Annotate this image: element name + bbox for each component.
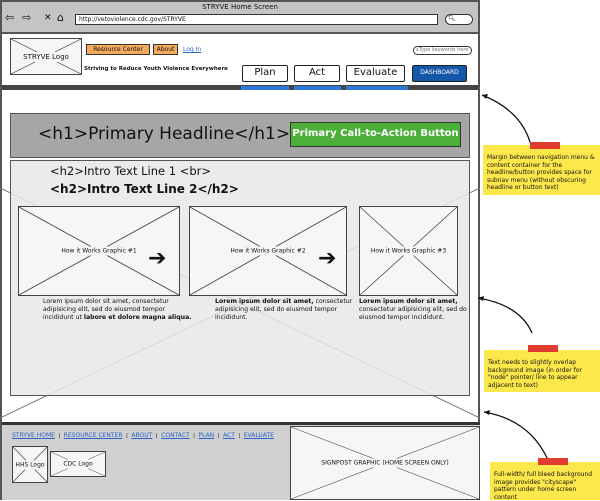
window-title: STRYVE Home Screen [202,3,278,11]
footer-link-contact[interactable]: CONTACT [161,432,190,439]
tab-underline [346,86,408,90]
annotation-note-background: Full-width/ full bleed background image … [490,462,600,501]
about-button[interactable]: About [153,44,178,55]
resource-center-button[interactable]: Resource Center [86,44,150,55]
footer-link-act[interactable]: ACT [223,432,235,439]
forward-icon[interactable]: ⇨ [22,11,32,24]
dashboard-button[interactable]: DASHBOARD [412,65,467,82]
intro-line-2: <h2>Intro Text Line 2</h2> [50,182,239,196]
hhs-logo[interactable]: HHS Logo [12,446,48,483]
tab-underline [294,86,341,90]
footer-link-resource-center[interactable]: RESOURCE CENTER [63,432,123,439]
annotation-note-margin: Margin between navigation menu & content… [483,145,600,195]
how-it-works-graphic-1: How it Works Graphic #1 [18,206,180,296]
graphic-3-text: Lorem ipsum dolor sit amet, consectetur … [359,298,467,321]
graphic-2-text: Lorem ipsum dolor sit amet, consectetur … [215,298,353,321]
primary-headline: <h1>Primary Headline</h1> [38,124,291,144]
tab-plan[interactable]: Plan [242,65,288,82]
footer-link-plan[interactable]: PLAN [198,432,215,439]
search-icon: 🔍︎ [448,15,456,22]
annotation-note-overlap: Text needs to slightly overlap backgroun… [484,350,600,392]
search-icon: ⌕ [416,47,419,53]
tagline: Striving to Reduce Youth Violence Everyw… [84,66,228,72]
tab-act[interactable]: Act [294,65,340,82]
tape-decoration [530,142,560,149]
close-icon[interactable]: ✕ [44,13,52,23]
footer-links: STRYVE HOME | RESOURCE CENTER | ABOUT | … [12,432,274,439]
page-frame [0,34,480,500]
tape-decoration [528,345,558,352]
footer-link-home[interactable]: STRYVE HOME [12,432,55,439]
how-it-works-graphic-3: How it Works Graphic #3 [359,206,458,296]
site-search-input[interactable]: ⌕Type keywords here [413,46,472,55]
tape-decoration [538,458,568,465]
primary-cta-button[interactable]: Primary Call-to-Action Button [290,122,461,147]
signpost-graphic: SIGNPOST GRAPHIC (HOME SCREEN ONLY) [290,426,480,500]
nav-divider [2,85,478,90]
footer-link-about[interactable]: ABOUT [131,432,153,439]
back-icon[interactable]: ⇦ [5,11,15,24]
home-icon[interactable]: ⌂ [57,11,64,24]
annotation-arrows [477,94,549,461]
tab-evaluate[interactable]: Evaluate [346,65,405,82]
url-bar[interactable]: http://vetoviolence.cdc.gov/STRYVE [75,14,438,25]
cdc-logo[interactable]: CDC Logo [50,451,106,477]
graphic-1-text: Lorem ipsum dolor sit amet, consectetur … [43,298,192,321]
browser-search[interactable]: 🔍︎ [445,14,473,25]
intro-line-1: <h2>Intro Text Line 1 <br> [50,164,212,178]
arrow-right-icon: ➔ [148,246,167,271]
how-it-works-graphic-2: How it Works Graphic #2 [189,206,347,296]
tab-underline [241,86,289,90]
login-link[interactable]: Log In [183,46,202,53]
stryve-logo[interactable]: STRYVE Logo [10,38,82,75]
footer-link-evaluate[interactable]: EVALUATE [243,432,274,439]
arrow-right-icon: ➔ [318,246,337,271]
